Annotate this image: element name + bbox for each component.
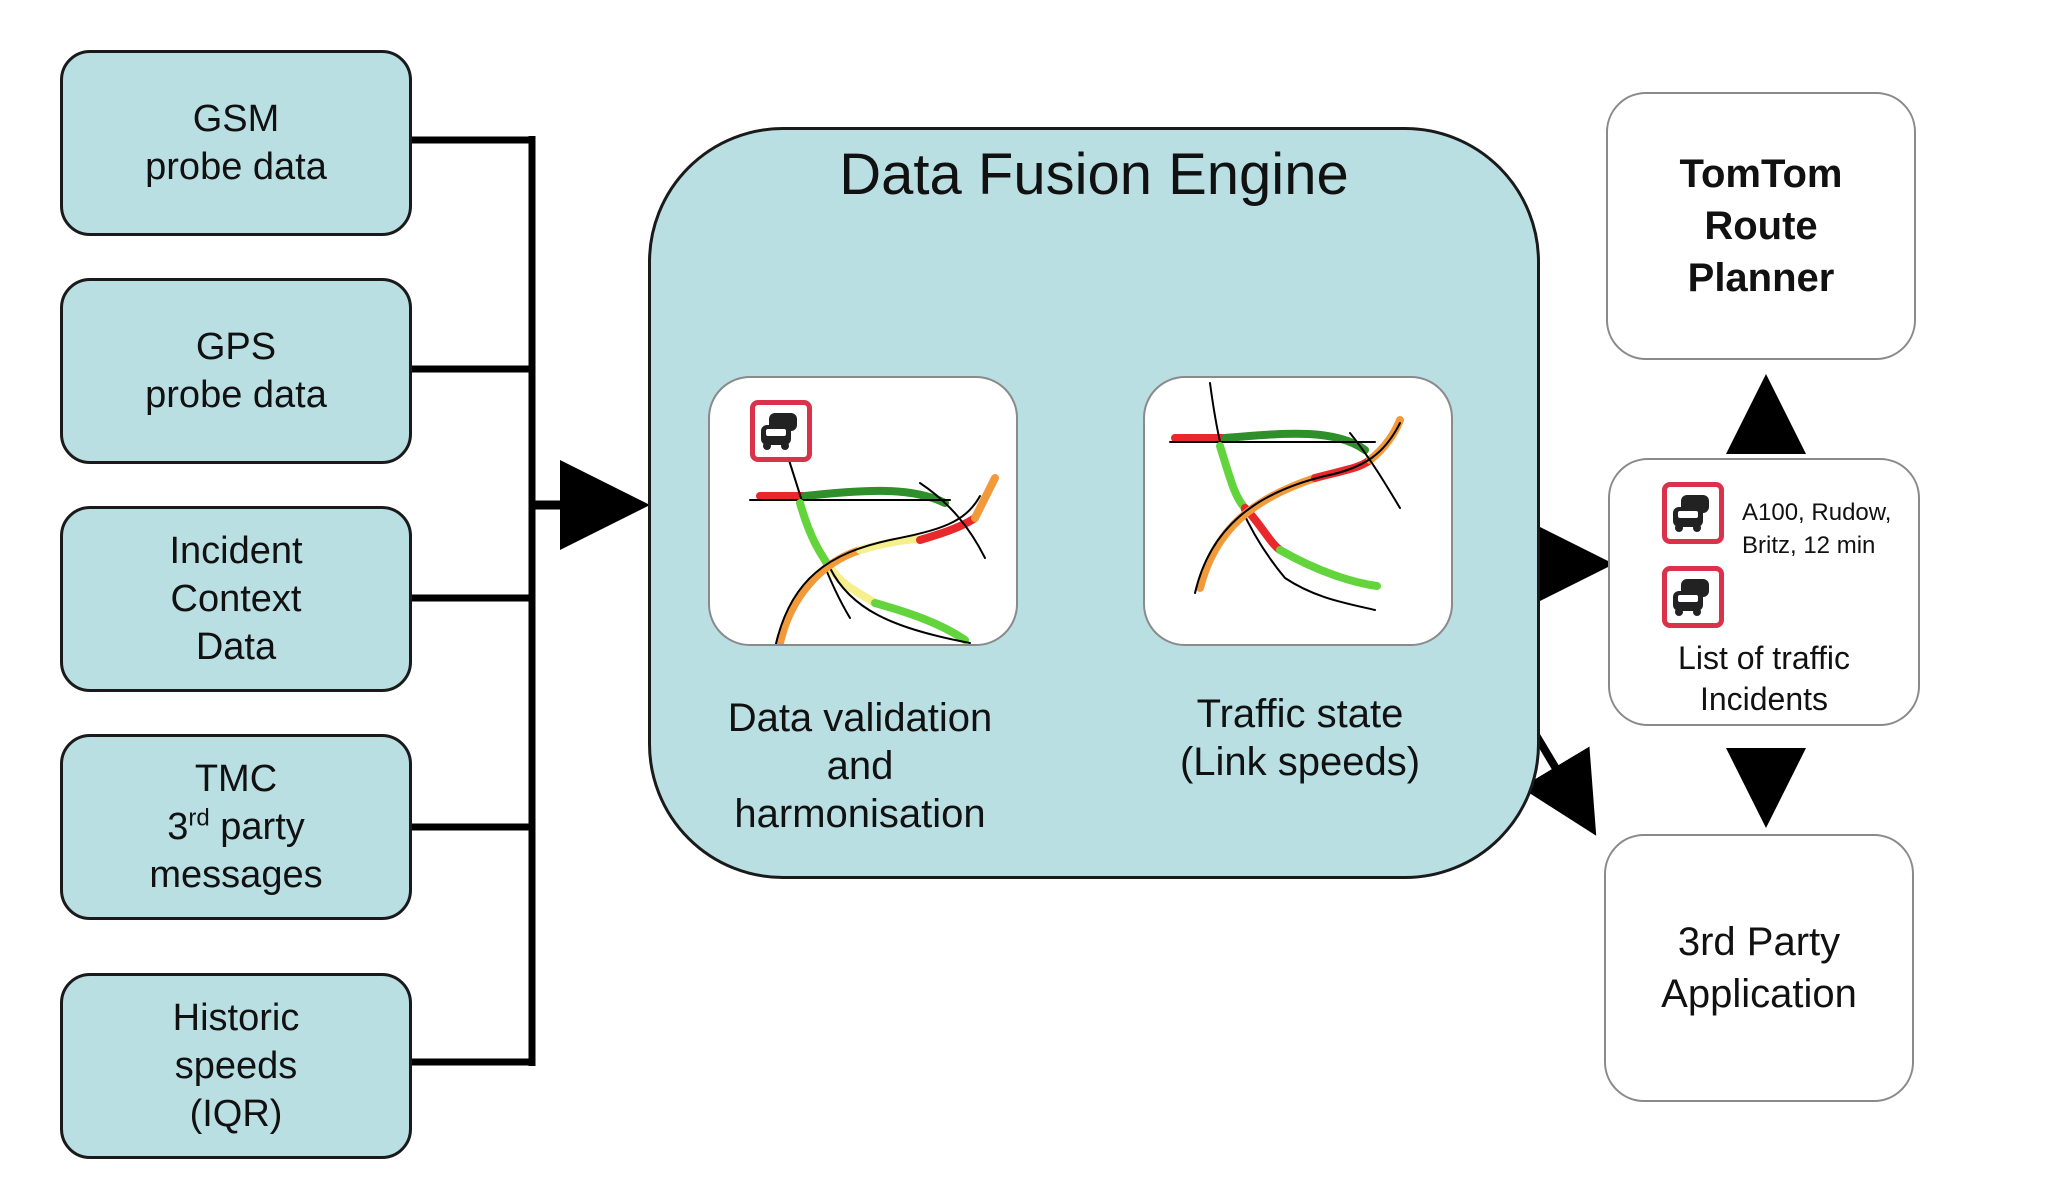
source-label: probe data [145, 146, 327, 188]
validation-map-thumbnail [708, 376, 1018, 646]
source-incident-context-data: Incident Context Data [60, 506, 412, 692]
traffic-jam-icon [1662, 566, 1724, 628]
source-label: Incident [169, 530, 303, 572]
source-gps-probe-data: GPS probe data [60, 278, 412, 464]
planner-label: Planner [1687, 256, 1835, 300]
source-label: GPS [195, 326, 277, 368]
incident-list-box: A100, Rudow, Britz, 12 min List of traff… [1608, 458, 1920, 726]
incident-text: Britz, 12 min [1742, 532, 1876, 559]
source-label: Historic [172, 997, 300, 1039]
source-label: probe data [145, 374, 327, 416]
source-label: (IQR) [189, 1093, 283, 1135]
traffic-jam-icon [1662, 482, 1724, 544]
source-label-ordinal: 3rd party [167, 804, 305, 848]
incident-list-label: Incidents [1699, 681, 1829, 717]
source-label: Context [170, 578, 302, 620]
source-label: speeds [174, 1045, 298, 1087]
source-historic-speeds: Historic speeds (IQR) [60, 973, 412, 1159]
third-party-label: 3rd Party [1677, 920, 1841, 964]
source-label: Data [195, 626, 277, 668]
third-party-label: Application [1661, 972, 1857, 1016]
planner-label: TomTom [1679, 152, 1843, 196]
traffic-state-caption: Traffic state (Link speeds) [1179, 692, 1421, 784]
road-map-graphic [1169, 382, 1404, 611]
source-gsm-probe-data: GSM probe data [60, 50, 412, 236]
source-label: TMC [194, 758, 278, 800]
traffic-jam-icon [750, 400, 812, 462]
source-label: GSM [192, 98, 280, 140]
tomtom-route-planner-box: TomTom Route Planner [1606, 92, 1916, 360]
third-party-application-box: 3rd Party Application [1604, 834, 1914, 1102]
traffic-state-map-thumbnail [1143, 376, 1453, 646]
incident-list-label: List of traffic [1678, 640, 1850, 676]
road-map-graphic [749, 447, 999, 644]
planner-label: Route [1704, 204, 1818, 248]
engine-title: Data Fusion Engine [839, 142, 1349, 207]
source-tmc-messages: TMC 3rd party messages [60, 734, 412, 920]
source-label: messages [149, 854, 323, 896]
validation-caption: Data validation and harmonisation [727, 696, 993, 836]
incident-text: A100, Rudow, [1742, 499, 1892, 526]
